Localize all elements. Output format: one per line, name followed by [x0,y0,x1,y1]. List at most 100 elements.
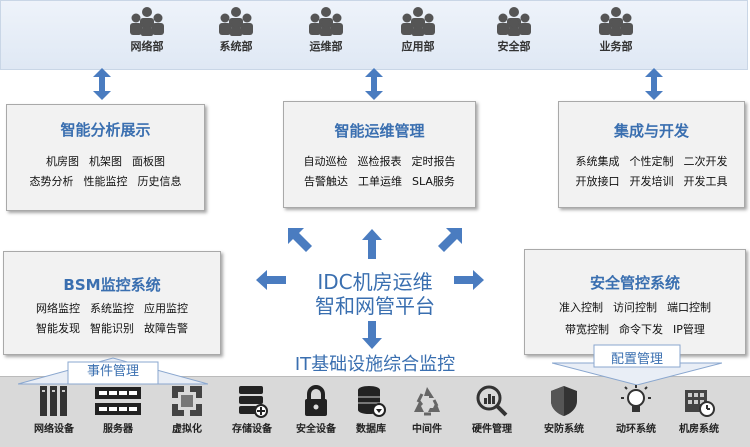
device-label: 服务器 [103,424,133,435]
datacenter-icon [685,390,715,417]
feature-label: 机房图 [46,155,79,168]
double-arrow-center [365,68,383,100]
feature-label: 准入控制 [559,301,603,314]
people-icon [401,7,435,36]
analysis-box: 智能分析展示 机房图 机架图 面板图 态势分析 性能监控 历史信息 [6,104,205,211]
department-business: 业务部 [581,6,651,66]
arrow-up-left [288,228,312,252]
feature-label: 智能识别 [90,322,134,335]
virtualization-icon [172,386,202,416]
arrow-right [454,270,484,290]
integration-row-2: 开放接口 开发培训 开发工具 [559,173,744,189]
event-management-label: 事件管理 [86,364,139,379]
feature-label: 系统监控 [90,302,134,315]
department-label: 业务部 [599,40,633,53]
feature-label: 网络监控 [36,302,80,315]
feature-label: 命令下发 [619,323,664,336]
feature-label: 面板图 [132,155,165,168]
security-title: 安全管控系统 [589,274,680,292]
feature-label: 工单运维 [358,175,403,188]
platform-title-line-2: 智和网管平台 [315,294,435,318]
feature-label: 定时报告 [411,155,456,168]
people-icon [599,7,633,36]
double-arrow-left [93,68,111,100]
department-application: 应用部 [383,6,453,66]
people-icon [130,7,164,36]
people-icon [219,7,253,36]
feature-label: 系统集成 [575,155,620,168]
ops-box: 智能运维管理 自动巡检 巡检报表 定时报告 告警触达 工单运维 SLA服务 [283,101,476,208]
department-network: 网络部 [112,6,182,66]
double-arrow-right [645,68,663,100]
feature-label: 开发工具 [683,175,728,188]
device-label: 动环系统 [616,424,656,435]
lock-icon [305,385,327,416]
bsm-box: BSM监控系统 网络监控 系统监控 应用监控 智能发现 智能识别 故障告警 [3,251,221,355]
lightbulb-icon [621,385,651,412]
infrastructure-label: IT基础设施综合监控 [294,354,456,375]
feature-label: 性能监控 [83,175,128,188]
feature-label: 历史信息 [137,175,182,188]
integration-title: 集成与开发 [613,122,689,140]
platform-title-line-1: IDC机房运维 [317,270,433,294]
feature-label: 个性定制 [629,155,674,168]
analysis-row-2: 态势分析 性能监控 历史信息 [7,173,204,189]
platform-title: IDC机房运维 智和网管平台 [290,270,460,318]
device-label: 网络设备 [34,424,74,435]
feature-label: IP管理 [673,323,705,336]
feature-label: 故障告警 [144,322,188,335]
feature-label: 带宽控制 [565,323,610,336]
device-middleware: 中间件 [402,384,452,435]
department-label: 安全部 [497,40,531,53]
device-label: 安防系统 [544,424,584,435]
device-security: 安全设备 [288,384,344,435]
arrow-up-right [438,228,462,252]
analysis-row-1: 机房图 机架图 面板图 [7,153,204,169]
security-row-2: 带宽控制 命令下发 IP管理 [525,321,745,337]
ops-row-1: 自动巡检 巡检报表 定时报告 [284,153,475,169]
device-environment: 动环系统 [608,384,664,435]
magnifier-chart-icon [476,385,508,417]
feature-label: 态势分析 [29,175,74,188]
device-label: 安全设备 [296,424,336,435]
people-icon [309,7,343,36]
storage-icon [239,386,268,418]
recycle-icon [414,387,440,416]
device-network: 网络设备 [26,384,82,435]
department-system: 系统部 [201,6,271,66]
security-box: 安全管控系统 准入控制 访问控制 端口控制 带宽控制 命令下发 IP管理 [524,249,746,355]
device-surveillance: 安防系统 [536,384,592,435]
feature-label: 开发培训 [629,175,674,188]
feature-label: 访问控制 [613,301,657,314]
event-management-arrow [18,357,208,385]
bsm-row-1: 网络监控 系统监控 应用监控 [4,300,220,316]
department-label: 应用部 [401,40,435,53]
department-label: 网络部 [130,40,164,53]
bsm-row-2: 智能发现 智能识别 故障告警 [4,320,220,336]
ops-title: 智能运维管理 [334,122,425,140]
department-band [0,0,748,70]
integration-box: 集成与开发 系统集成 个性定制 二次开发 开放接口 开发培训 开发工具 [558,101,745,208]
device-label: 存储设备 [232,424,272,435]
integration-row-1: 系统集成 个性定制 二次开发 [559,153,744,169]
device-virtualization: 虚拟化 [160,384,214,435]
feature-label: 告警触达 [304,175,349,188]
analysis-title: 智能分析展示 [60,121,151,139]
device-hardware: 硬件管理 [462,384,522,435]
device-label: 数据库 [356,424,386,435]
shield-icon [551,386,577,416]
config-management-arrow [552,344,722,385]
arrow-up [362,229,382,259]
device-server: 服务器 [88,384,148,435]
server-rack-icon [40,386,67,416]
feature-label: 机架图 [89,155,122,168]
people-icon [497,7,531,36]
feature-label: 自动巡检 [303,155,348,168]
database-icon [358,386,386,417]
department-label: 系统部 [219,40,253,53]
device-label: 虚拟化 [172,424,202,435]
bsm-title: BSM监控系统 [63,276,161,294]
device-storage: 存储设备 [224,384,280,435]
feature-label: 二次开发 [683,155,728,168]
server-icon [95,387,141,415]
